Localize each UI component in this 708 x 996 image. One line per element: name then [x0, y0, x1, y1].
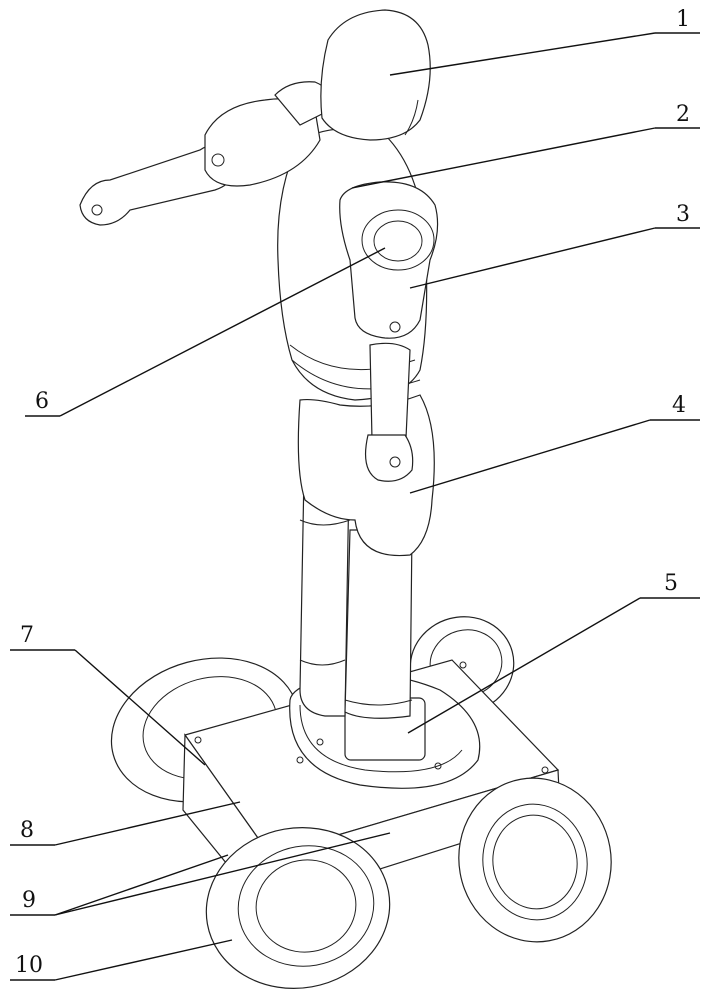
- label-1: 1: [676, 7, 690, 32]
- label-5: 5: [664, 571, 678, 596]
- label-4: 4: [672, 393, 686, 418]
- leader-3: [410, 228, 655, 288]
- label-2: 2: [676, 102, 690, 127]
- leader-4: [410, 420, 650, 493]
- label-9: 9: [22, 888, 36, 913]
- leader-10: [55, 940, 232, 980]
- label-7: 7: [20, 623, 34, 648]
- right-arm: [366, 343, 413, 481]
- label-6: 6: [35, 389, 49, 414]
- label-10: 10: [15, 953, 43, 978]
- label-3: 3: [676, 202, 690, 227]
- leader-9a: [55, 855, 228, 915]
- head: [321, 10, 430, 140]
- robot-illustration: [80, 10, 624, 996]
- label-8: 8: [20, 818, 34, 843]
